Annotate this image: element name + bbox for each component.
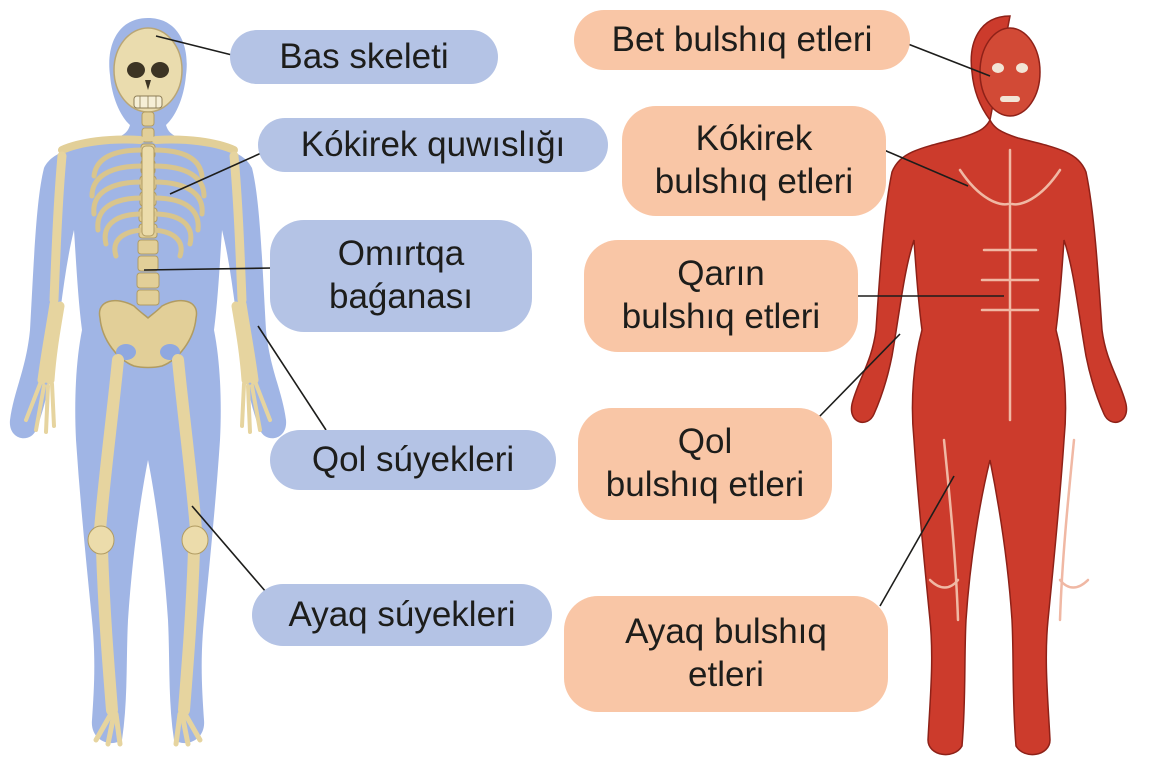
label-chest-muscles: Kókirek bulshıq etleri: [622, 106, 886, 216]
sternum-icon: [142, 146, 154, 236]
label-face-muscles: Bet bulshıq etleri: [574, 10, 910, 70]
label-abdomen-muscles: Qarın bulshıq etleri: [584, 240, 858, 352]
human-skeleton-figure: [10, 18, 286, 744]
human-muscle-figure: [851, 16, 1126, 755]
label-arm-muscles: Qol bulshıq etleri: [578, 408, 832, 520]
label-arm-bones: Qol súyekleri: [270, 430, 556, 490]
muscle-body: [851, 16, 1126, 755]
label-spine: Omırtqa baǵanası: [270, 220, 532, 332]
knee-icon: [88, 526, 208, 554]
label-skull: Bas skeleti: [230, 30, 498, 84]
label-leg-muscles: Ayaq bulshıq etleri: [564, 596, 888, 712]
label-ribcage: Kókirek quwıslığı: [258, 118, 608, 172]
label-leg-bones: Ayaq súyekleri: [252, 584, 552, 646]
face-muscle-icon: [980, 28, 1040, 116]
